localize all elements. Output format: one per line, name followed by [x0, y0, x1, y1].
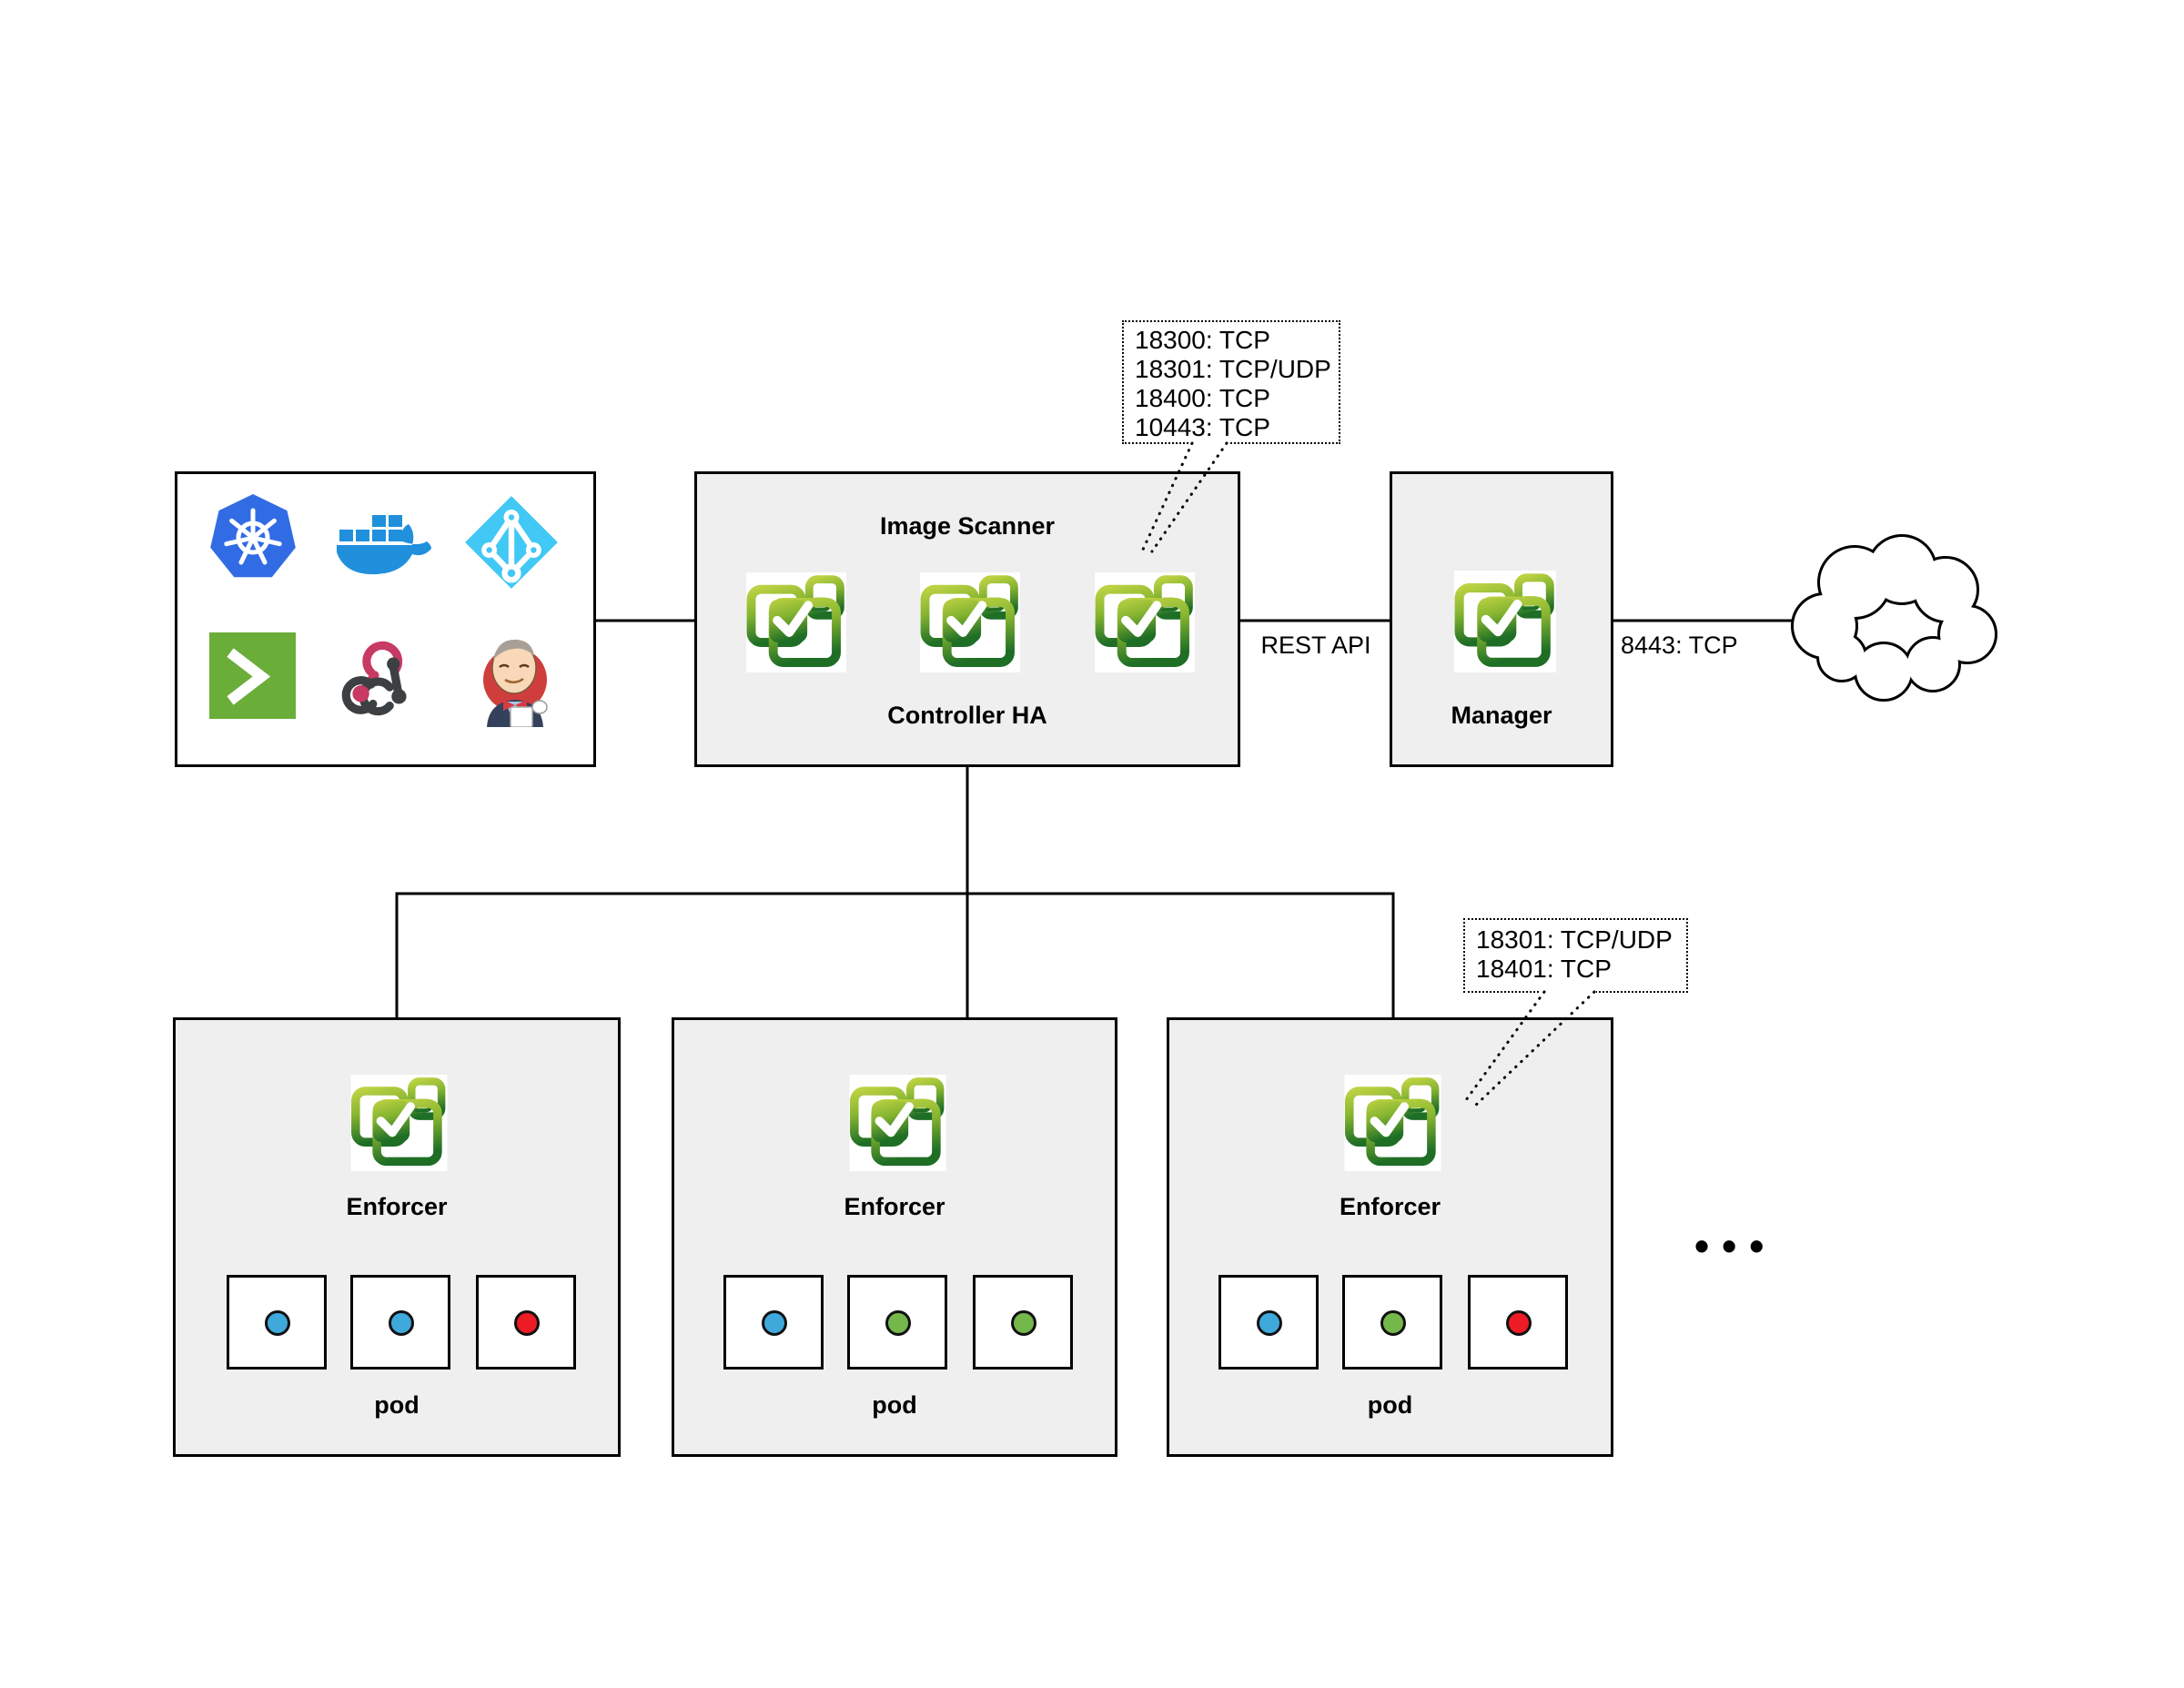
pod-container [350, 1275, 450, 1370]
enforcer-label: Enforcer [1339, 1193, 1441, 1220]
image-scanner-title: Image Scanner [879, 512, 1056, 540]
kubernetes-icon [207, 490, 298, 581]
container-status-dot [389, 1310, 414, 1336]
jenkins-icon [478, 627, 552, 727]
pod-container [1342, 1275, 1442, 1370]
neuvector-enforcer-icon [349, 1075, 450, 1171]
container-status-dot [762, 1310, 787, 1336]
manager-box: Manager [1390, 471, 1613, 767]
controller-box: Image Scanner Controller HA [694, 471, 1240, 767]
container-status-dot [514, 1310, 540, 1336]
pod-container [1468, 1275, 1568, 1370]
container-status-dot [1011, 1310, 1036, 1336]
container-status-dot [1257, 1310, 1282, 1336]
pod-container [1218, 1275, 1319, 1370]
neuvector-scanner-icon [920, 572, 1020, 672]
callout-line: 18400: TCP [1135, 384, 1270, 412]
cloud-icon [1791, 534, 1997, 702]
pod-label: pod [1367, 1391, 1413, 1419]
container-status-dot [885, 1310, 911, 1336]
controller-ports-callout: 18300: TCP 18301: TCP/UDP 18400: TCP 104… [1122, 320, 1340, 444]
enforcer-box-2: Enforcer pod [672, 1017, 1117, 1457]
callout-line: 18301: TCP/UDP [1135, 355, 1331, 383]
callout-line: 10443: TCP [1135, 413, 1270, 441]
callout-line: 18301: TCP/UDP [1476, 925, 1673, 954]
pod-label: pod [872, 1391, 917, 1419]
pod-container [723, 1275, 824, 1370]
source-tools-box [175, 471, 596, 767]
enforcer-box-3: Enforcer pod [1167, 1017, 1613, 1457]
neuvector-enforcer-icon [1342, 1075, 1443, 1171]
container-status-dot [1380, 1310, 1406, 1336]
neuvector-enforcer-icon [847, 1075, 948, 1171]
callout-line: 18401: TCP [1476, 955, 1612, 983]
pod-label: pod [374, 1391, 420, 1419]
neuvector-scanner-icon [746, 572, 846, 672]
callout-line: 18300: TCP [1135, 326, 1270, 354]
neuvector-scanner-icon [1095, 572, 1195, 672]
neuvector-manager-icon [1454, 571, 1556, 672]
pod-container [227, 1275, 327, 1370]
enforcer-label: Enforcer [844, 1193, 945, 1220]
rest-api-label: REST API [1260, 632, 1371, 659]
controller-ha-label: Controller HA [887, 702, 1047, 729]
container-status-dot [265, 1310, 290, 1336]
azure-ad-icon [463, 494, 560, 591]
enforcer-ports-callout: 18301: TCP/UDP 18401: TCP [1463, 918, 1688, 993]
port-8443-label: 8443: TCP [1621, 632, 1738, 659]
pod-container [847, 1275, 947, 1370]
enforcer-label: Enforcer [346, 1193, 448, 1220]
container-status-dot [1506, 1310, 1532, 1336]
pod-container [973, 1275, 1073, 1370]
more-enforcers-ellipsis: ••• [1694, 1222, 1777, 1269]
webhook-icon [334, 633, 427, 726]
enforcer-box-1: Enforcer pod [173, 1017, 621, 1457]
manager-label: Manager [1451, 702, 1552, 729]
terminal-icon [207, 631, 298, 721]
pod-container [476, 1275, 576, 1370]
docker-icon [332, 505, 432, 585]
